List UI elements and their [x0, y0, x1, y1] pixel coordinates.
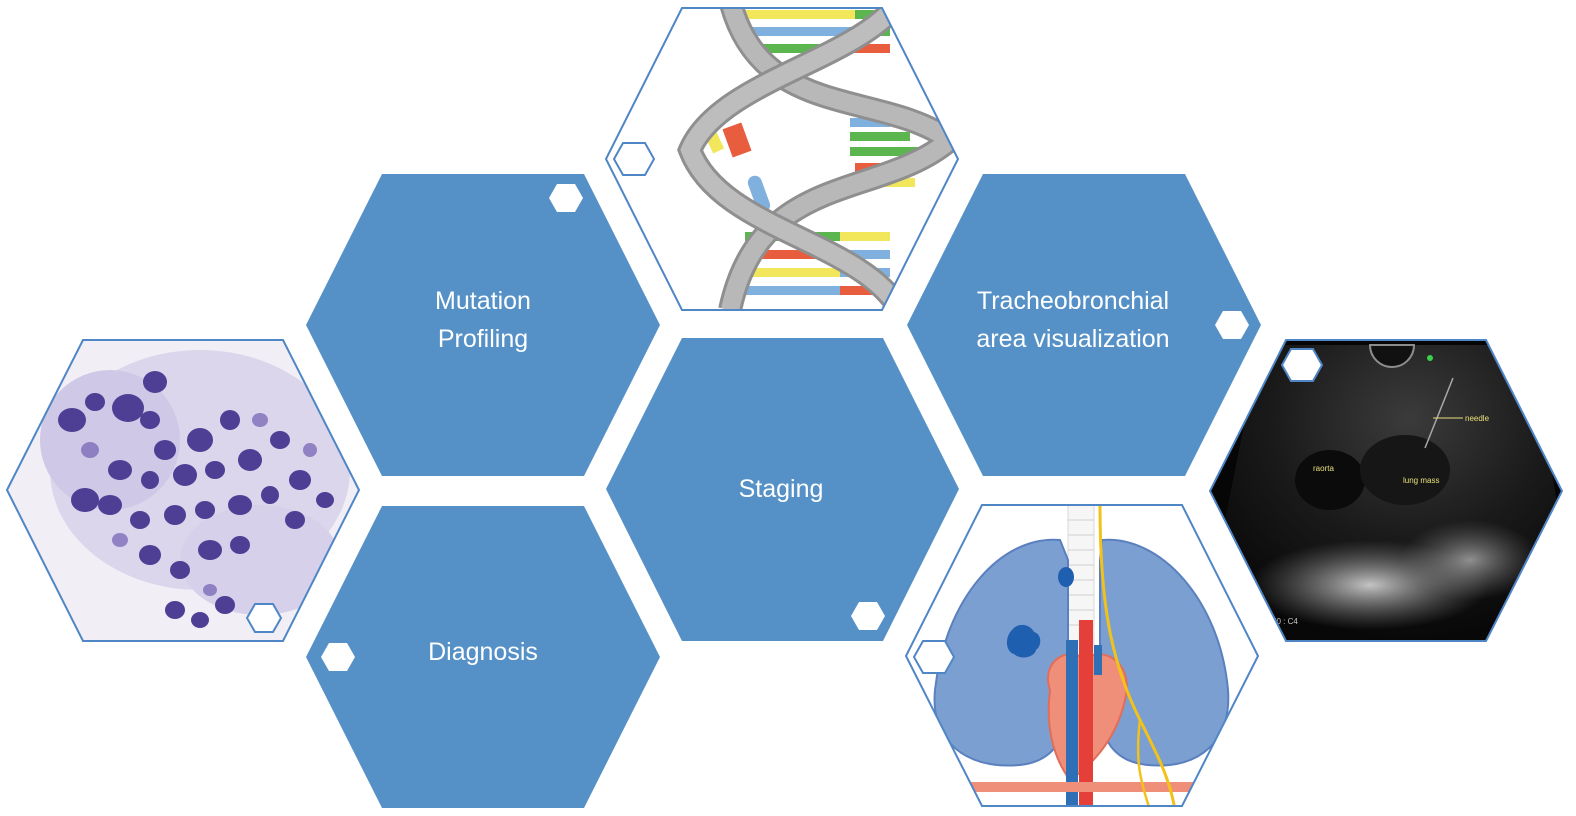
hexagon-badge-icon: [245, 603, 283, 633]
endobronchial-ultrasound-image-icon: needle raorta lung mass 70 : C4: [1210, 340, 1562, 641]
hexagon-diagnosis: Diagnosis: [306, 506, 660, 808]
diagnosis-label: Diagnosis: [428, 638, 538, 666]
staging-label: Staging: [739, 475, 824, 503]
dna-helix-illustration-icon: [606, 8, 958, 310]
tracheobronchial-label-line1: Tracheobronchial: [977, 287, 1169, 315]
hexagon-badge-icon: [1215, 311, 1249, 339]
hexagon-badge-icon: [851, 602, 885, 630]
hexagon-badge-icon: [549, 184, 583, 212]
mutation-profiling-label-line1: Mutation: [435, 287, 531, 315]
dna-image-tile: [604, 7, 960, 311]
tracheobronchial-label-line2: area visualization: [976, 325, 1169, 353]
hexagon-mutation-profiling: Mutation Profiling: [306, 174, 660, 476]
aorta-label: raorta: [1313, 464, 1334, 473]
hexagon-badge-icon: [612, 142, 656, 176]
hexagon-shape: [306, 174, 660, 476]
lungs-image-tile: [904, 504, 1260, 807]
ultrasound-readout: 70 : C4: [1272, 617, 1298, 626]
cytology-micrograph-icon: [7, 340, 359, 641]
lungs-anatomy-illustration-icon: [906, 505, 1258, 806]
tile-border: [604, 7, 960, 311]
lung-mass-label: lung mass: [1403, 476, 1439, 485]
hexagon-staging: Staging: [606, 338, 959, 641]
cytology-image-tile: [5, 339, 361, 642]
hexagon-shape: [606, 338, 959, 641]
hexagon-badge-icon: [1280, 348, 1324, 382]
hexagon-tracheobronchial: Tracheobronchial area visualization: [907, 174, 1261, 476]
hexagon-shape: [907, 174, 1261, 476]
ultrasound-image-tile: needle raorta lung mass 70 : C4: [1208, 339, 1564, 642]
tile-border: [904, 504, 1260, 807]
hexagon-badge-icon: [912, 640, 956, 674]
hexagon-shape: [306, 506, 660, 808]
mutation-profiling-label-line2: Profiling: [438, 325, 528, 353]
tile-border: [5, 339, 361, 642]
tile-border: [1208, 339, 1564, 642]
needle-label: needle: [1465, 414, 1490, 423]
hexagon-badge-icon: [321, 643, 355, 671]
